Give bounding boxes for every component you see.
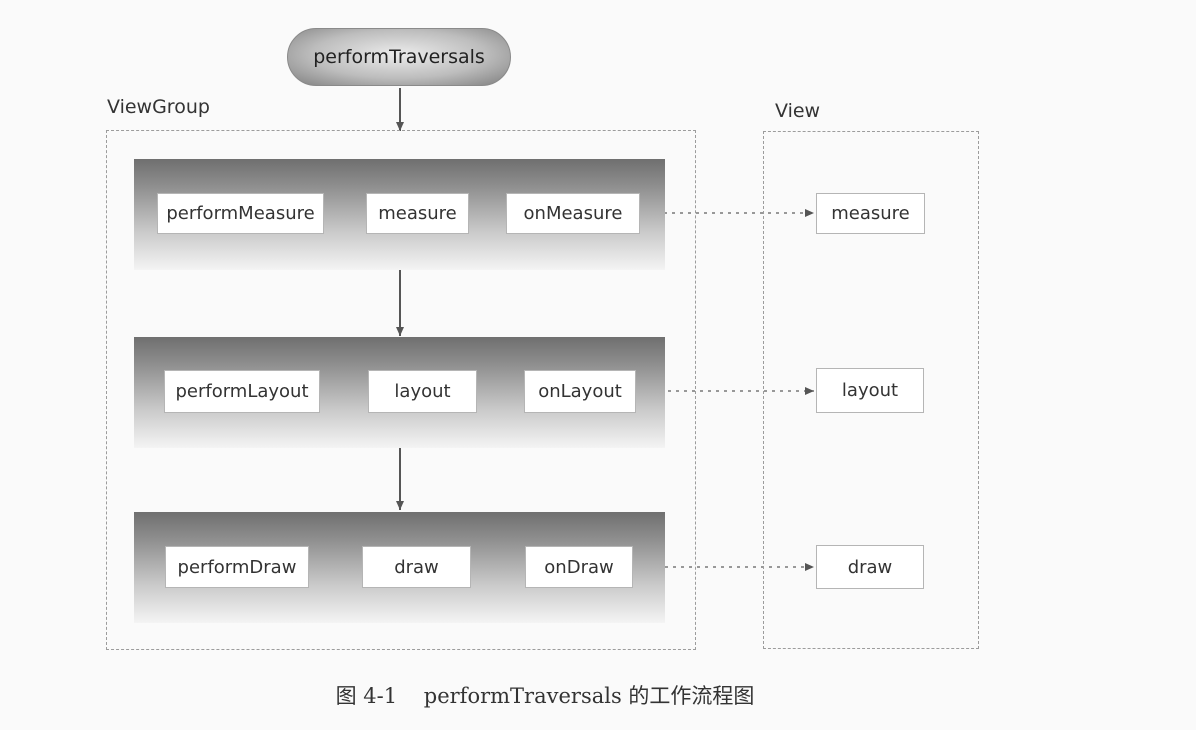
view-label: View [775, 100, 821, 122]
perform-layout-node: performLayout [164, 370, 320, 413]
figure-caption: 图 4-1 performTraversals 的工作流程图 [335, 684, 755, 708]
layout-node: layout [368, 370, 477, 413]
on-layout-node: onLayout [524, 370, 636, 413]
perform-measure-node: performMeasure [157, 193, 324, 234]
view-container [763, 131, 979, 649]
viewgroup-container [106, 130, 696, 650]
start-node: performTraversals [287, 28, 511, 86]
view-measure-node: measure [816, 193, 925, 234]
viewgroup-label: ViewGroup [107, 96, 210, 118]
view-layout-node: layout [816, 368, 924, 413]
perform-draw-node: performDraw [165, 546, 309, 588]
draw-node: draw [362, 546, 471, 588]
measure-node: measure [366, 193, 469, 234]
view-draw-node: draw [816, 545, 924, 589]
on-measure-node: onMeasure [506, 193, 640, 234]
on-draw-node: onDraw [525, 546, 633, 588]
